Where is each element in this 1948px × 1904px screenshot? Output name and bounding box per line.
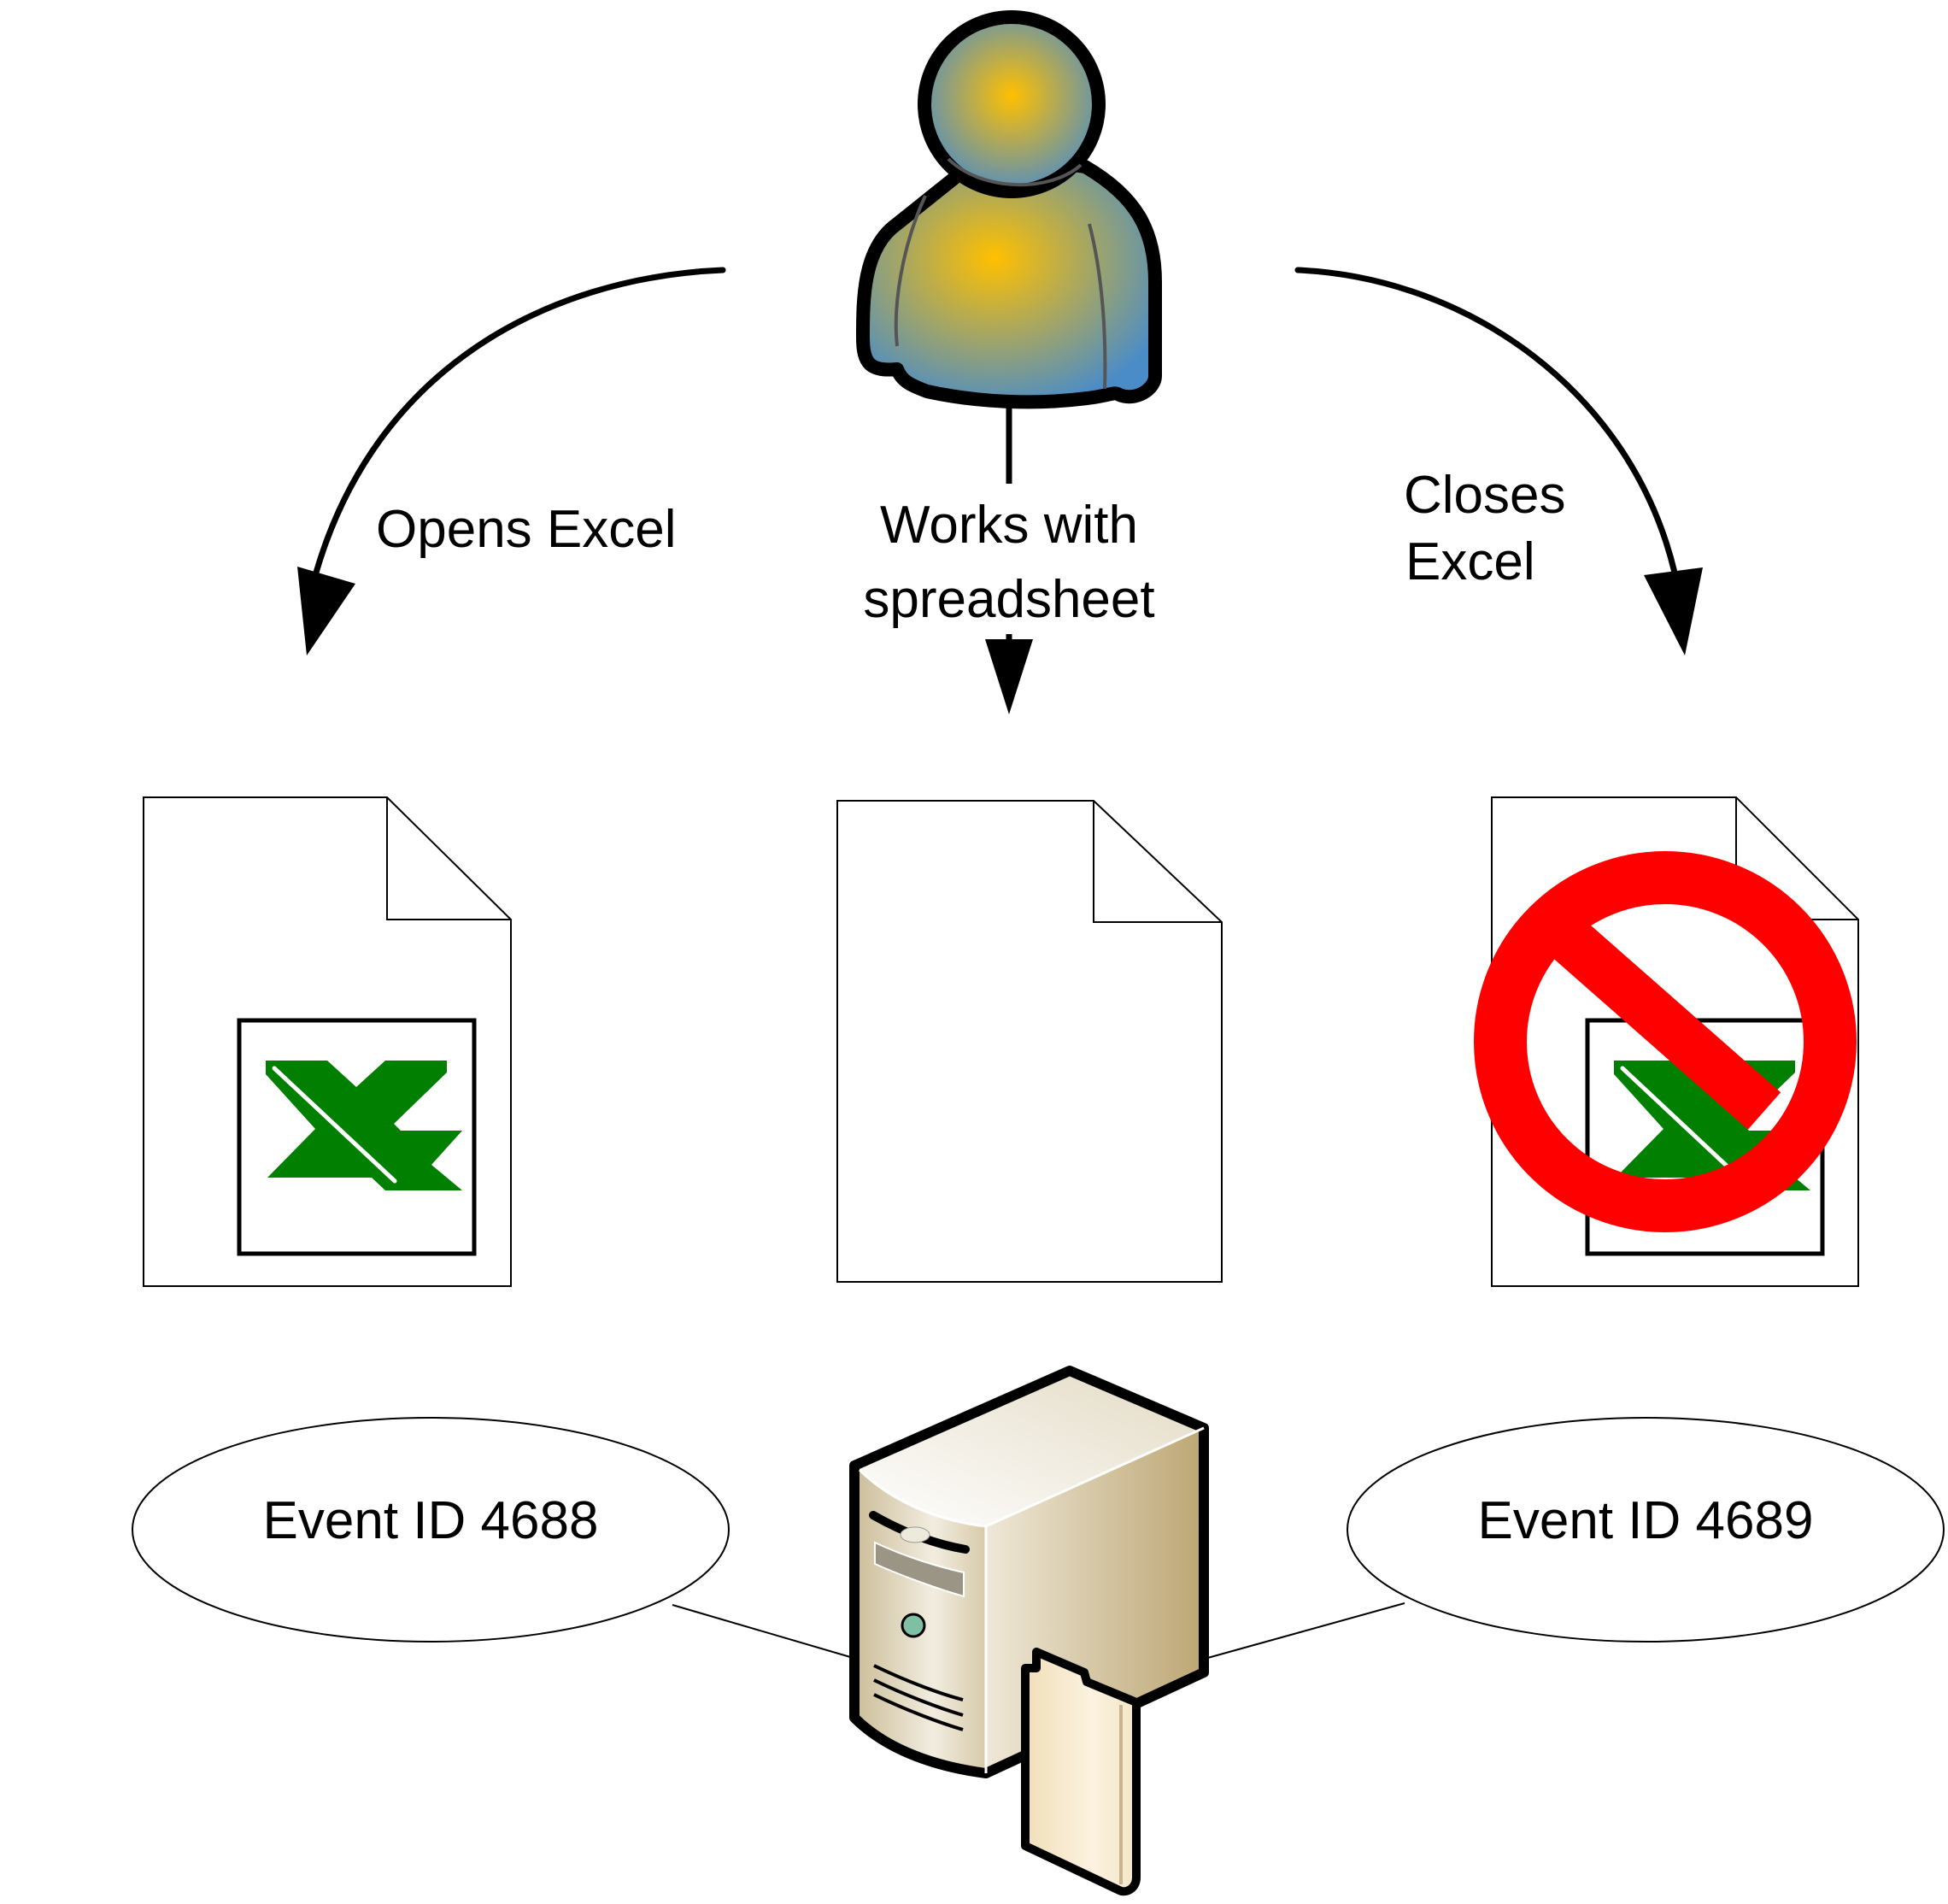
excel-document-icon	[143, 796, 512, 1287]
excel-document-prohibited-icon	[1474, 796, 1859, 1287]
connector-4689	[1204, 1602, 1405, 1660]
work-label-line-2: spreadsheet	[863, 570, 1154, 629]
work-label-line-1: Works with	[880, 496, 1138, 555]
event-4689-node: Event ID 4689	[1347, 1417, 1945, 1642]
event-4689-label: Event ID 4689	[1478, 1491, 1814, 1550]
event-4688-node: Event ID 4688	[132, 1417, 730, 1642]
close-excel-arrow	[1294, 267, 1703, 655]
arrowhead	[985, 639, 1033, 714]
person-head	[918, 10, 1106, 198]
open-excel-label: Opens Excel	[376, 500, 677, 559]
work-arrow	[985, 405, 1033, 714]
folder-icon	[1021, 1648, 1141, 1896]
arrowhead	[297, 567, 355, 655]
file-server-icon	[849, 1366, 1209, 1896]
event-4688-label: Event ID 4688	[263, 1491, 599, 1550]
open-excel-arrow	[297, 267, 726, 655]
person-body	[856, 156, 1162, 409]
prohibited-icon	[1474, 851, 1857, 1232]
excel-logo-icon	[266, 1061, 462, 1190]
person-icon	[856, 10, 1162, 409]
connector-4688	[672, 1604, 857, 1660]
blank-document-icon	[836, 800, 1223, 1283]
close-label-line-2: Excel	[1405, 532, 1535, 591]
arrowhead	[1644, 567, 1703, 655]
power-led-icon	[901, 1613, 926, 1638]
close-label-line-1: Closes	[1404, 466, 1566, 525]
